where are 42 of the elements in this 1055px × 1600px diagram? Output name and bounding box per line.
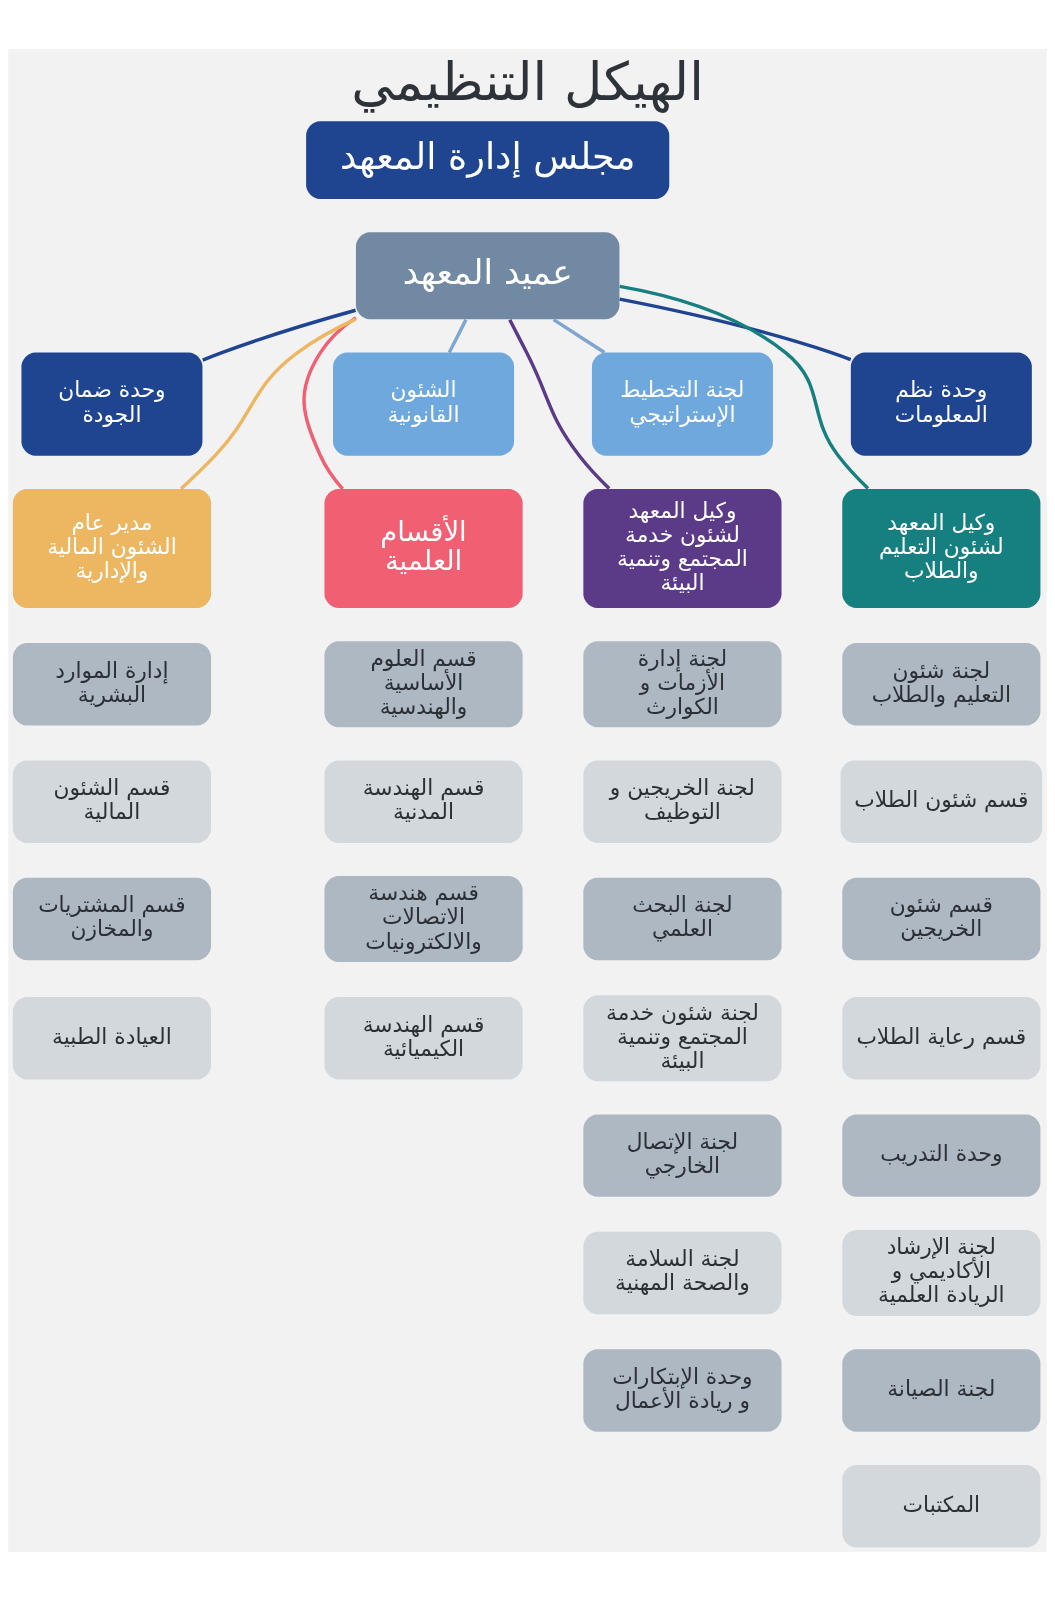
node-box: لجنة إدارة الأزمات و الكوارث <box>583 640 782 727</box>
node-box: قسم الهندسة المدنية <box>324 759 523 843</box>
node-box: لجنة البحث العلمي <box>583 877 782 960</box>
node-box: قسم العلوم الأساسية والهندسية <box>324 640 523 727</box>
node-box: لجنة التخطيط الإستراتيجي <box>591 352 773 456</box>
node-box: لجنة الخريجين و التوظيف <box>583 759 782 843</box>
node-box: لجنة شئون خدمة المجتمع وتنمية البيئة <box>583 994 782 1081</box>
node-box: الأقسام العلمية <box>324 488 523 608</box>
node-box: وحدة ضمان الجودة <box>21 352 203 456</box>
connector <box>447 318 468 353</box>
node-box: لجنة شئون التعليم والطلاب <box>842 642 1041 725</box>
node-box: وكيل المعهد لشئون التعليم والطلاب <box>842 488 1041 608</box>
node-box: المكتبات <box>842 1464 1041 1547</box>
connector <box>302 315 357 490</box>
node-box: عميد المعهد <box>355 231 620 319</box>
node-box: لجنة السلامة والصحة المهنية <box>583 1231 782 1314</box>
node-box: قسم شئون الطلاب <box>840 759 1043 843</box>
diagram-title: الهيكل التنظيمي <box>351 50 704 112</box>
node-box: العيادة الطبية <box>12 996 212 1079</box>
connector <box>619 284 870 490</box>
node-box: قسم شئون الخريجين <box>842 877 1041 960</box>
node-box: مجلس إدارة المعهد <box>306 120 670 199</box>
connector <box>508 318 611 490</box>
node-box: قسم رعاية الطلاب <box>842 996 1041 1079</box>
node-box: قسم المشتريات والمخازن <box>12 877 212 960</box>
node-box: إدارة الموارد البشرية <box>12 642 212 725</box>
connector <box>619 296 852 361</box>
node-box: مدير عام الشئون المالية والإدارية <box>12 488 212 608</box>
node-box: قسم الهندسة الكيميائية <box>324 996 523 1079</box>
node-box: لجنة الإرشاد الأكاديمي و الريادة العلمية <box>842 1229 1041 1316</box>
node-box: وكيل المعهد لشئون خدمة المجتمع وتنمية البيئة <box>583 488 782 608</box>
connector <box>552 317 606 354</box>
node-box: الشئون القانونية <box>333 352 515 456</box>
connector <box>179 317 357 490</box>
node-box: لجنة الإتصال الخارجي <box>583 1113 782 1197</box>
node-box: لجنة الصيانة <box>842 1348 1041 1432</box>
node-box: وحدة التدريب <box>842 1113 1041 1197</box>
node-box: قسم هندسة الاتصالات والالكترونيات <box>324 875 523 962</box>
node-box: وحدة نظم المعلومات <box>850 352 1032 456</box>
node-box: قسم الشئون المالية <box>12 759 212 843</box>
node-box: وحدة الإبتكارات و ريادة الأعمال <box>583 1348 782 1432</box>
connector <box>202 308 357 362</box>
